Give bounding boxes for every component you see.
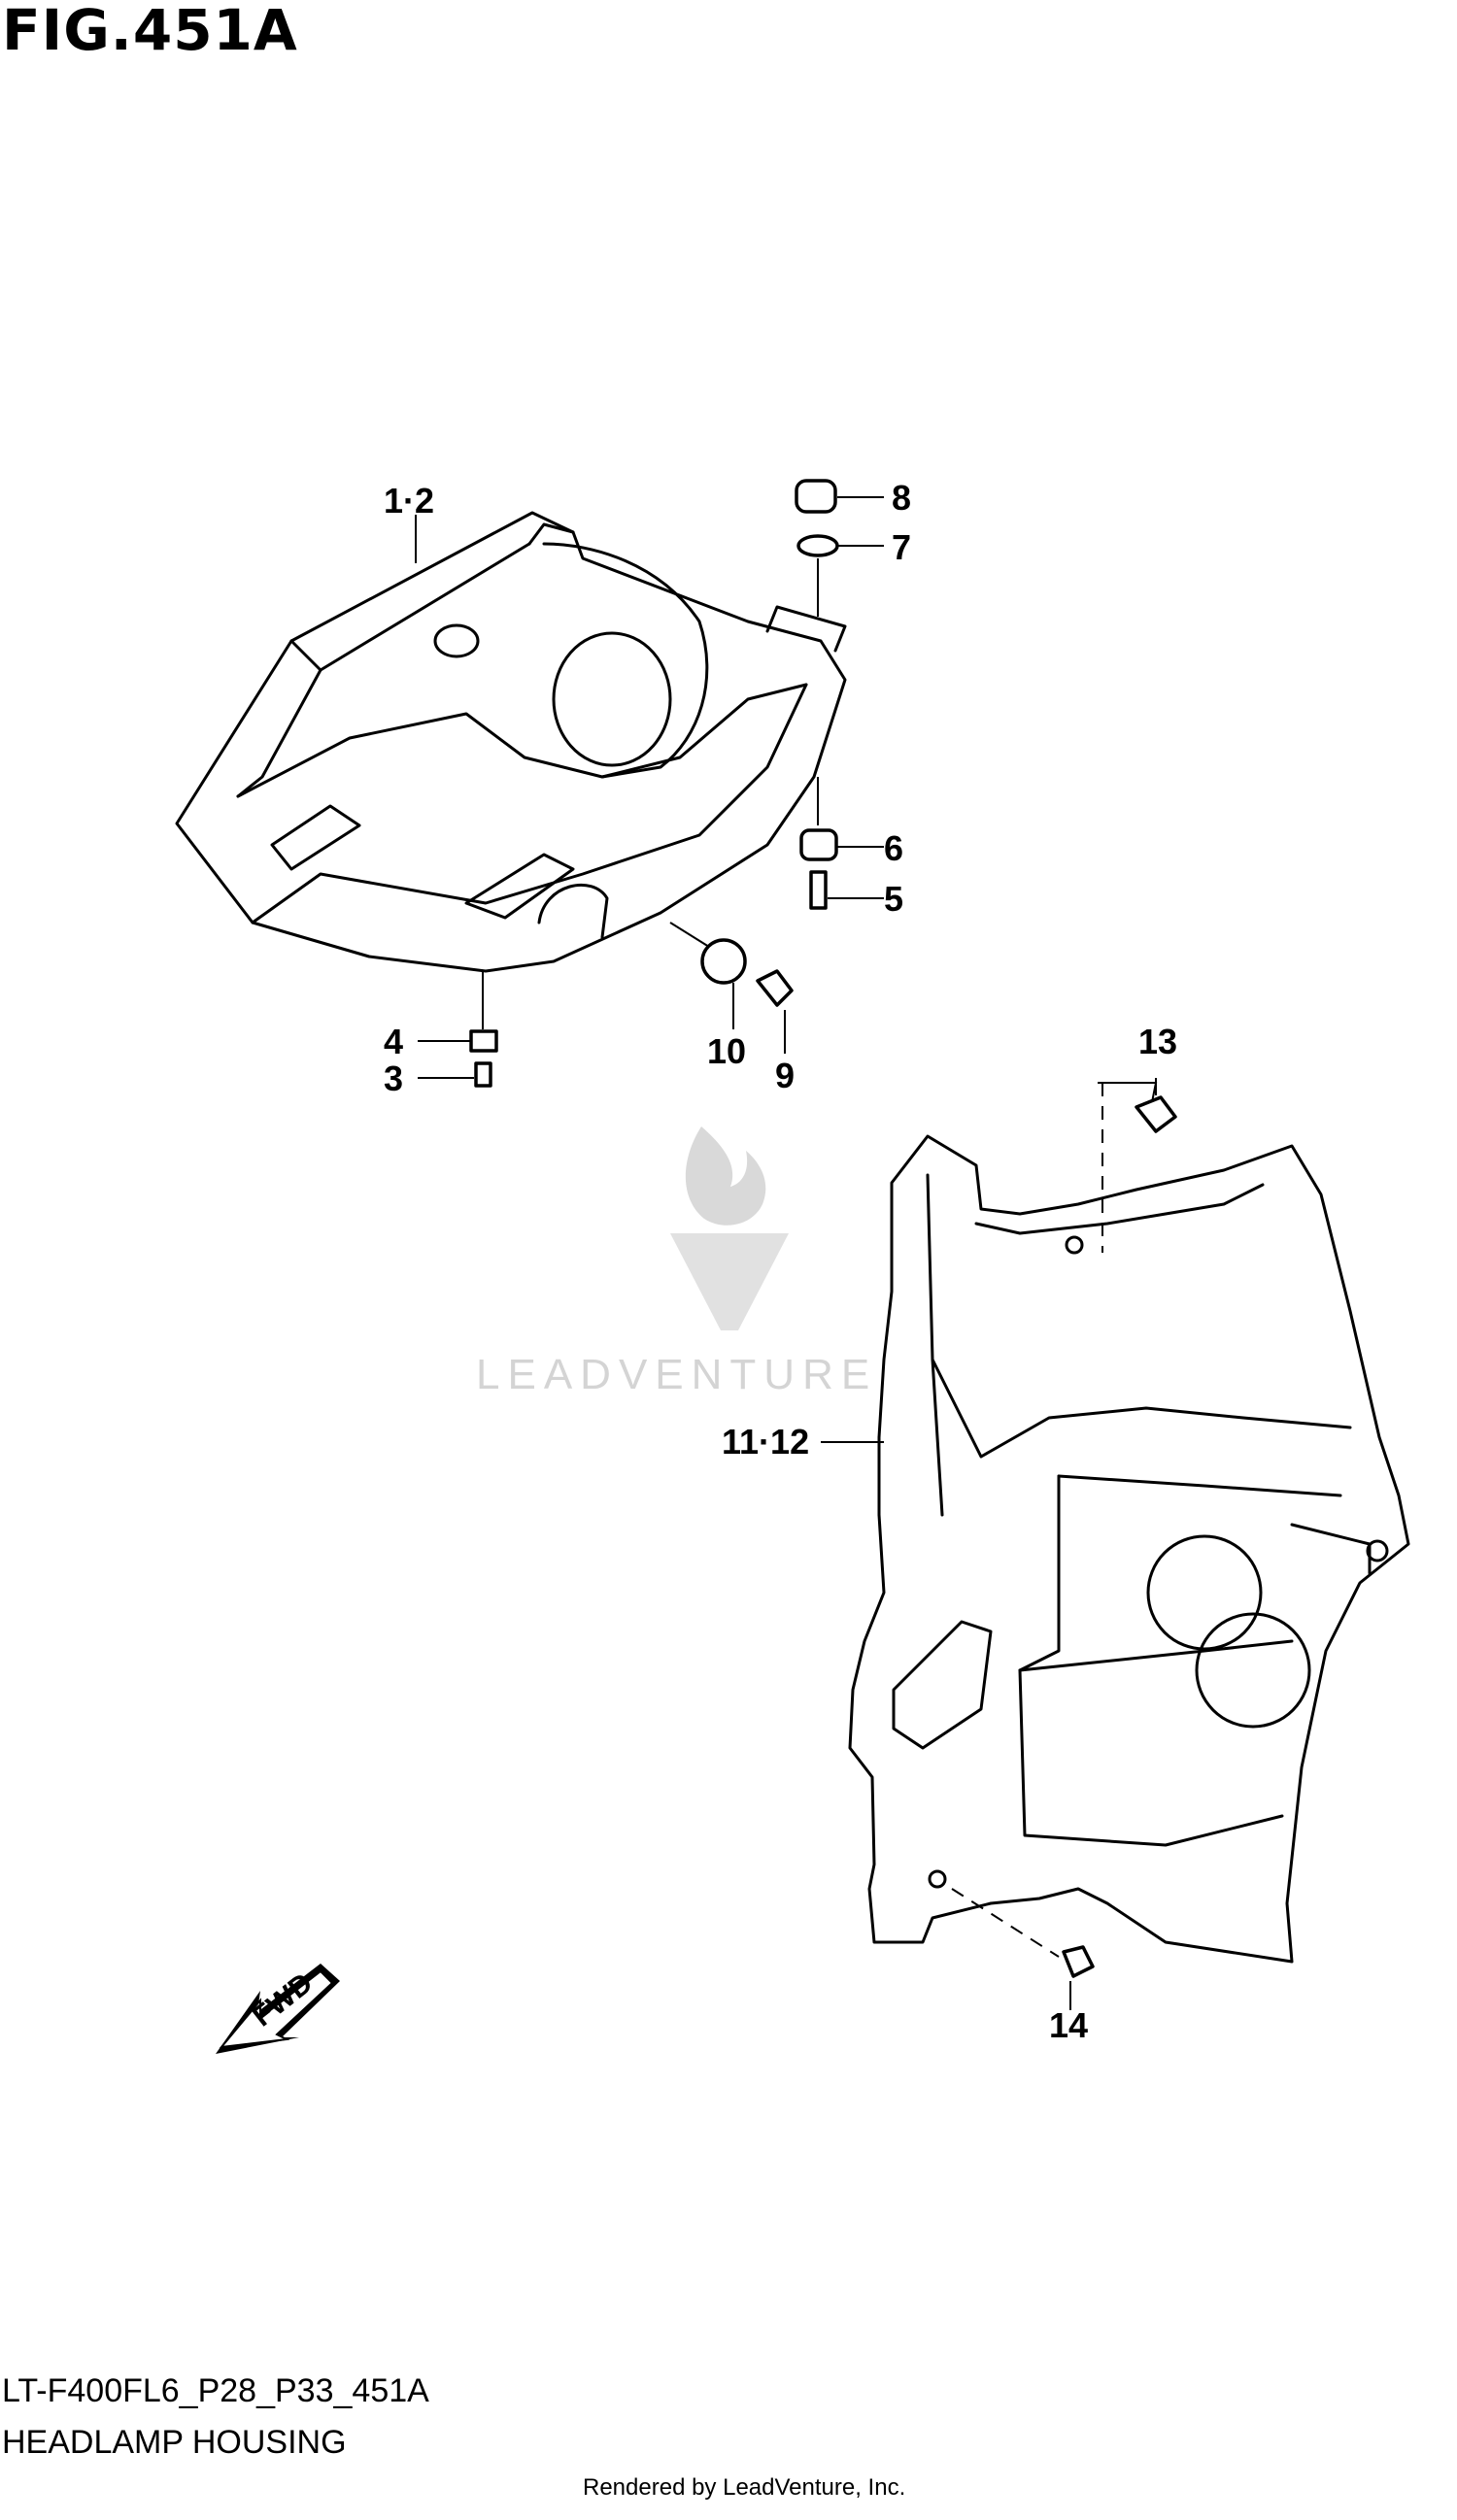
rendered-by: Rendered by LeadVenture, Inc. [583,2474,906,2501]
inner-panel [848,1134,1410,1964]
callout-13: 13 [1138,1022,1177,1061]
callout-9: 9 [775,1056,795,1095]
callout-8: 8 [892,478,911,518]
callout-3: 3 [384,1058,403,1098]
diagram-name: HEADLAMP HOUSING [2,2424,347,2461]
callout-7: 7 [892,527,911,567]
callout-5: 5 [884,879,903,919]
diagram-code: LT-F400FL6_P28_P33_451A [2,2372,429,2409]
callout-4: 4 [384,1022,403,1061]
callout-14: 14 [1049,2005,1088,2045]
leadventure-watermark: LEADVENTURE [476,1126,877,1398]
callout-11-12: 11·12 [722,1422,809,1462]
watermark-text: LEADVENTURE [476,1351,877,1398]
callout-10: 10 [707,1031,746,1071]
fwd-arrow-icon: FWD [216,1964,340,2054]
panel-hardware [821,1078,1177,2010]
headlamp-housing-upper [175,511,847,973]
callout-6: 6 [884,828,903,868]
callout-1-2: 1·2 [384,481,434,521]
upper-hardware [415,479,884,1088]
figure-title: FIG.451A [2,0,298,63]
